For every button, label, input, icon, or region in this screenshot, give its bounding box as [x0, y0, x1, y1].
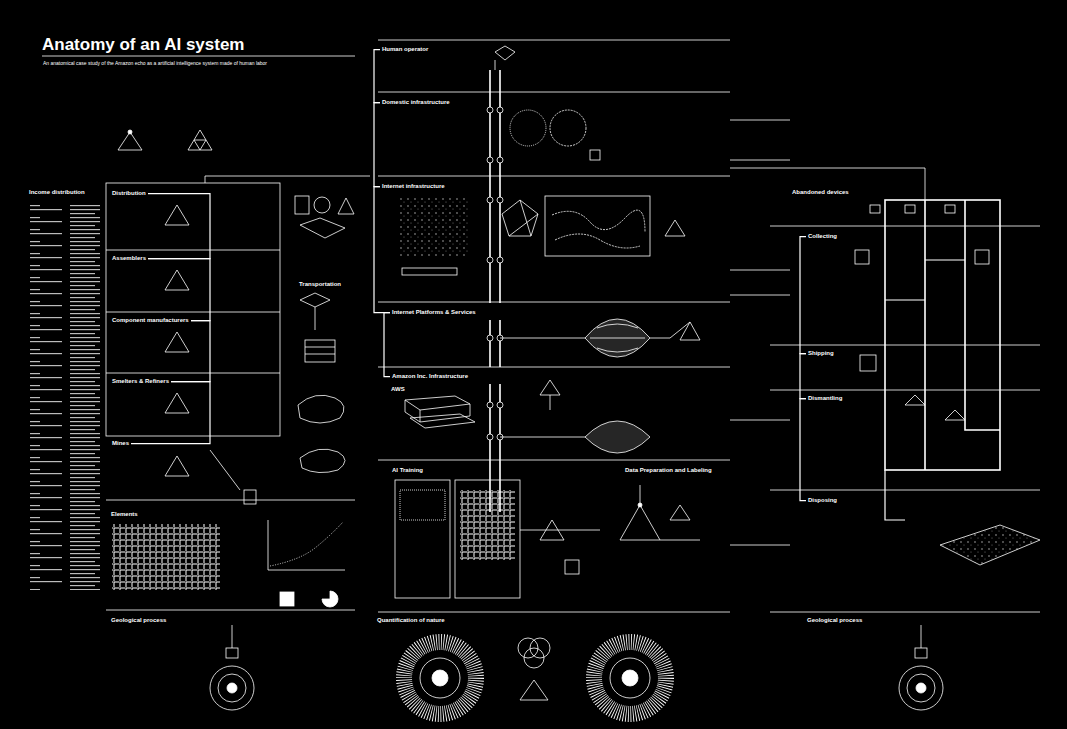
section-heading: Distribution [110, 189, 148, 198]
section-heading: Data Preparation and Labeling [623, 466, 714, 475]
section-heading: AI Training [390, 466, 425, 475]
supply-chain-line [800, 354, 806, 399]
section-label: Geological process [110, 617, 167, 624]
heading-text: Collecting [808, 233, 837, 240]
supply-chain-line [800, 399, 806, 501]
heading-text: Distribution [112, 190, 146, 197]
supply-chain-line [148, 259, 210, 321]
section-heading: Assemblers [110, 254, 148, 263]
section-heading: Disposing [806, 496, 839, 505]
section-heading: Component manufacturers [110, 316, 191, 325]
section-label: Income distribution [28, 189, 86, 196]
section-heading: Amazon Inc. Infrastructure [390, 372, 470, 381]
section-heading: Mines [110, 439, 131, 448]
supply-chain-line [800, 237, 806, 354]
heading-text: Internet Platforms & Services [392, 309, 476, 316]
heading-text: Amazon Inc. Infrastructure [392, 373, 468, 380]
section-heading: Internet infrastructure [380, 182, 447, 191]
heading-text: AI Training [392, 467, 423, 474]
supply-chain-line [374, 187, 390, 313]
section-heading: Shipping [806, 349, 836, 358]
subtitle: An anatomical case study of the Amazon e… [42, 60, 268, 66]
section-heading: Dismantling [806, 394, 844, 403]
heading-text: Domestic infrastructure [382, 99, 450, 106]
supply-chain-line [148, 194, 210, 259]
heading-text: Dismantling [808, 395, 842, 402]
heading-text: Mines [112, 440, 129, 447]
heading-text: Shipping [808, 350, 834, 357]
section-label: Geological process [806, 617, 863, 624]
section-heading: Collecting [806, 232, 839, 241]
section-heading: Human operator [380, 45, 430, 54]
section-label: Elements [110, 511, 139, 518]
heading-text: Data Preparation and Labeling [625, 467, 712, 474]
supply-chain-line [384, 313, 390, 377]
supply-chain-line [131, 382, 210, 444]
heading-text: Smelters & Refiners [112, 378, 169, 385]
supply-chain-line [374, 50, 380, 103]
heading-text: Component manufacturers [112, 317, 189, 324]
section-label: Quantification of nature [376, 617, 446, 624]
section-label: AWS [390, 386, 406, 393]
heading-text: Human operator [382, 46, 428, 53]
heading-text: Assemblers [112, 255, 146, 262]
supply-chain-line [374, 103, 380, 187]
heading-text: Disposing [808, 497, 837, 504]
section-label: Abandoned devices [791, 189, 850, 196]
title: Anatomy of an AI system [42, 36, 244, 55]
section-heading: Smelters & Refiners [110, 377, 171, 386]
section-heading: Internet Platforms & Services [390, 308, 478, 317]
supply-chain-line [171, 321, 210, 382]
heading-text: Internet infrastructure [382, 183, 445, 190]
section-heading: Domestic infrastructure [380, 98, 452, 107]
section-label: Transportation [298, 281, 342, 288]
